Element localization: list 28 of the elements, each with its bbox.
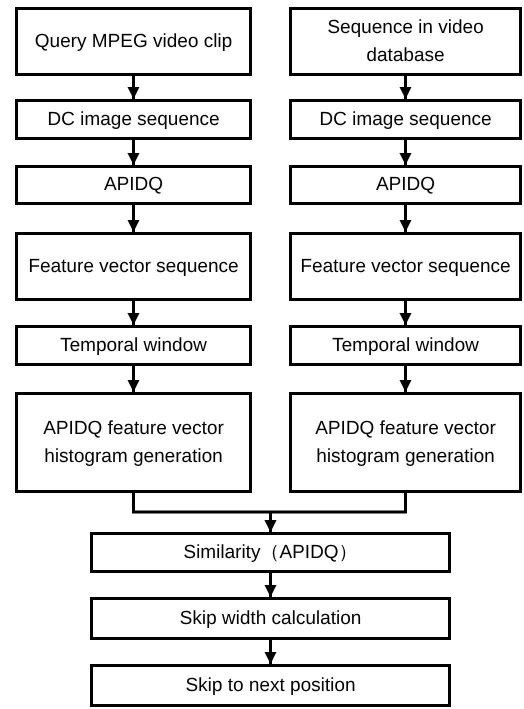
process-box: APIDQ feature vector histogram generation xyxy=(289,392,522,493)
arrow xyxy=(128,366,140,392)
arrow xyxy=(128,205,140,232)
process-box: Feature vector sequence xyxy=(15,232,252,301)
process-box: DC image sequence xyxy=(289,99,522,140)
process-box: Skip width calculation xyxy=(90,597,451,640)
arrow xyxy=(264,493,407,532)
process-box: Feature vector sequence xyxy=(289,232,522,301)
process-box: APIDQ xyxy=(15,165,252,205)
arrow xyxy=(128,76,140,99)
process-box: Temporal window xyxy=(15,325,252,366)
process-box: DC image sequence xyxy=(15,99,252,140)
arrow xyxy=(264,573,276,597)
process-box: Query MPEG video clip xyxy=(15,7,252,76)
process-box: Temporal window xyxy=(289,325,522,366)
arrow xyxy=(400,140,412,165)
arrow xyxy=(264,640,276,664)
process-box: APIDQ xyxy=(289,165,522,205)
arrow xyxy=(400,205,412,232)
arrow xyxy=(400,366,412,392)
arrow xyxy=(128,301,140,325)
arrow xyxy=(128,140,140,165)
process-box: APIDQ feature vector histogram generation xyxy=(15,392,252,493)
arrow xyxy=(400,301,412,325)
arrow xyxy=(400,76,412,99)
process-box: Similarity（APIDQ） xyxy=(90,532,451,573)
process-box: Sequence in video database xyxy=(289,7,522,76)
process-box: Skip to next position xyxy=(90,664,451,707)
